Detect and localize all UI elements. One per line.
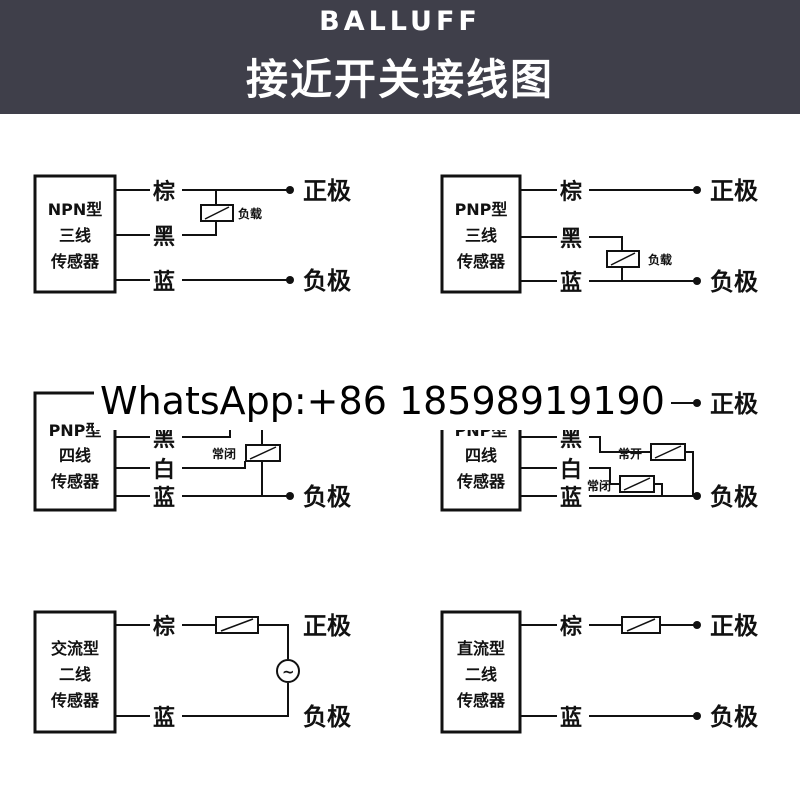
nc-label: 常闭 [212, 446, 236, 461]
wire-label-black: 黑 [560, 427, 582, 452]
wire-label-brown: 棕 [560, 614, 582, 640]
sensor-type: PNP型 [49, 421, 102, 440]
resistor-slash [220, 618, 254, 632]
sensor-wires: 二线 [465, 665, 497, 684]
terminal [693, 712, 701, 720]
sensor-type: PNP型 [455, 200, 508, 219]
sensor-type: 交流型 [51, 639, 99, 658]
terminal [286, 186, 294, 194]
ac-symbol: ~ [282, 663, 295, 681]
sensor-box [33, 610, 117, 734]
terminal [286, 276, 294, 284]
sensor-word: 传感器 [456, 472, 506, 491]
nc-wire [589, 467, 620, 485]
sensor-box [440, 610, 522, 734]
load-label: 负载 [238, 206, 262, 221]
panel-npn-3wire: NPN型 三线 传感器 棕 黑 蓝 正极 负极 负载 [33, 174, 351, 295]
wire-label-blue: 蓝 [560, 486, 582, 511]
whatsapp-watermark: WhatsApp:+86 18598919190 [94, 376, 671, 430]
panel-ac-2wire: 交流型 二线 传感器 棕 蓝 ~ 正极 负极 [33, 610, 351, 734]
sensor-wires: 四线 [465, 446, 497, 465]
wire-label-blue: 蓝 [560, 706, 582, 731]
ac-source-icon [276, 659, 300, 683]
sensor-box [440, 174, 522, 294]
wire-label-white: 白 [153, 457, 175, 483]
wire-label-black: 黑 [153, 427, 175, 452]
wire-label-blue: 蓝 [153, 486, 175, 511]
no-label: 常开 [618, 446, 642, 461]
nc-wire [182, 461, 246, 469]
resistor-slash [249, 446, 277, 460]
sensor-type: 直流型 [457, 639, 505, 658]
wire-label-white: 白 [560, 457, 582, 483]
load-label: 负载 [648, 252, 672, 267]
wire-label-blue: 蓝 [560, 271, 582, 296]
panel-dc-2wire: 直流型 二线 传感器 棕 蓝 正极 负极 [440, 610, 758, 734]
positive-label: 正极 [710, 177, 758, 205]
negative-label: 负极 [710, 268, 758, 296]
nc-wire [182, 428, 231, 438]
header-banner: BALLUFF 接近开关接线图 [0, 0, 800, 114]
sensor-word: 传感器 [456, 252, 506, 271]
panel-pnp-3wire: PNP型 三线 传感器 棕 黑 蓝 正极 负极 负载 [440, 174, 758, 296]
load-wire [589, 236, 623, 251]
terminal [286, 492, 294, 500]
positive-label: 正极 [710, 612, 758, 640]
positive-label: 正极 [303, 177, 351, 205]
brand-logo: BALLUFF [319, 6, 481, 37]
terminal [693, 492, 701, 500]
negative-label: 负极 [710, 483, 758, 511]
sensor-type: NPN型 [48, 200, 103, 219]
resistor-slash [623, 477, 651, 491]
resistor-slash [654, 445, 682, 459]
no-wire [589, 436, 651, 453]
resistor-slash [204, 206, 230, 220]
wire-label-brown: 棕 [560, 179, 582, 205]
no-wire [685, 451, 694, 496]
wire-label-black: 黑 [560, 227, 582, 252]
panel-pnp-4wire-b: PNP型 四线 传感器 棕 黑 白 蓝 正极 负极 常开 常闭 [440, 390, 758, 512]
resistor-slash [610, 252, 636, 266]
wire-label-brown: 棕 [153, 614, 175, 640]
wire-label-brown: 棕 [153, 179, 175, 205]
negative-label: 负极 [303, 703, 351, 731]
sensor-word: 传感器 [50, 691, 100, 710]
negative-label: 负极 [303, 267, 351, 295]
wire-label-blue: 蓝 [153, 270, 175, 295]
wire-positive [258, 624, 289, 659]
page-title: 接近开关接线图 [245, 55, 554, 104]
sensor-wires: 二线 [59, 665, 91, 684]
sensor-word: 传感器 [50, 472, 100, 491]
wire-negative [182, 683, 289, 717]
sensor-word: 传感器 [50, 252, 100, 271]
nc-wire [654, 483, 663, 496]
negative-label: 负极 [303, 483, 351, 511]
sensor-wires: 三线 [59, 226, 91, 245]
positive-label: 正极 [710, 390, 758, 418]
load-wire [182, 221, 217, 236]
resistor-slash [626, 618, 656, 632]
positive-label: 正极 [303, 612, 351, 640]
wire-label-blue: 蓝 [153, 706, 175, 731]
sensor-wires: 三线 [465, 226, 497, 245]
negative-label: 负极 [710, 703, 758, 731]
terminal [693, 621, 701, 629]
terminal [693, 277, 701, 285]
sensor-wires: 四线 [59, 446, 91, 465]
nc-label: 常闭 [587, 478, 611, 493]
wire-label-black: 黑 [153, 225, 175, 250]
sensor-word: 传感器 [456, 691, 506, 710]
terminal [693, 399, 701, 407]
terminal [693, 186, 701, 194]
